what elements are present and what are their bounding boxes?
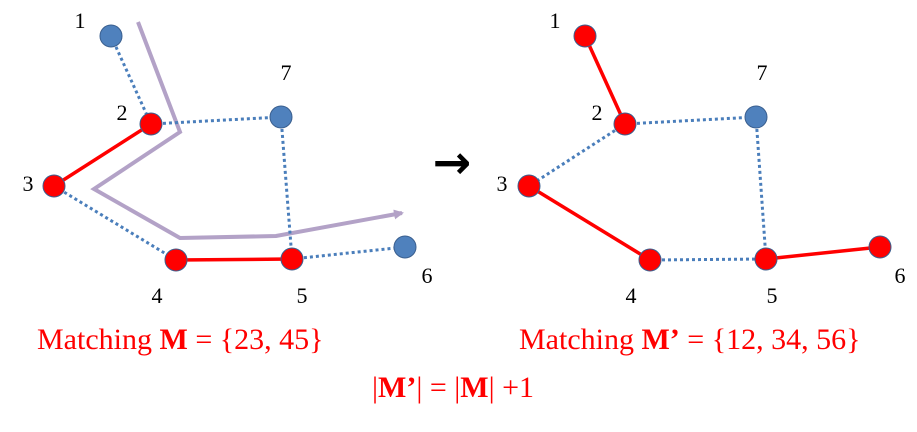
right-node-6 [868, 235, 892, 259]
left-node-7 [269, 105, 293, 129]
right-graph: 1 2 3 4 5 6 7 [497, 8, 906, 308]
left-graph: 1 2 3 4 5 6 7 [23, 8, 433, 308]
left-caption-prefix: Matching [37, 323, 160, 356]
right-node-2 [613, 112, 637, 136]
right-node-3 [517, 174, 541, 198]
left-node-label-2: 2 [117, 100, 128, 125]
left-node-label-4: 4 [152, 283, 163, 308]
left-node-1 [99, 24, 123, 48]
formula-tail: | +1 [488, 371, 535, 404]
right-edge-1-2 [583, 35, 627, 125]
right-caption-prefix: Matching [519, 323, 642, 356]
right-node-label-7: 7 [757, 60, 768, 85]
left-caption: Matching M = {23, 45} [37, 323, 324, 357]
right-node-label-1: 1 [550, 8, 561, 33]
left-edge-5-6 [291, 245, 406, 261]
left-node-5 [280, 247, 304, 271]
formula-m: M [460, 371, 489, 404]
right-edge-3-4 [528, 184, 651, 262]
right-edge-7-5 [754, 116, 768, 260]
right-node-label-3: 3 [497, 171, 508, 196]
right-edge-4-5 [649, 257, 767, 262]
right-caption: Matching M’ = {12, 34, 56} [519, 323, 861, 357]
right-node-1 [573, 24, 597, 48]
left-node-label-3: 3 [23, 171, 34, 196]
right-node-4 [638, 248, 662, 272]
left-node-4 [164, 248, 188, 272]
right-edge-5-6 [765, 245, 881, 261]
left-node-2 [139, 112, 163, 136]
left-edge-2-7 [150, 115, 282, 126]
left-node-label-5: 5 [297, 283, 308, 308]
left-node-label-6: 6 [422, 263, 433, 288]
right-edge-2-3 [528, 122, 626, 188]
augmenting-path-arrow [90, 21, 404, 241]
right-edge-2-7 [624, 115, 757, 126]
transform-arrow: → [433, 135, 472, 189]
right-node-7 [744, 105, 768, 129]
right-node-label-6: 6 [895, 263, 906, 288]
right-caption-suffix: = {12, 34, 56} [679, 323, 861, 356]
left-node-6 [393, 235, 417, 259]
right-caption-symbol: M’ [641, 323, 680, 356]
left-node-label-7: 7 [281, 60, 292, 85]
formula-m-prime: M’ [378, 371, 417, 404]
formula-bar-open: | [372, 371, 379, 404]
left-edge-7-5 [279, 116, 294, 260]
right-node-label-2: 2 [592, 100, 603, 125]
right-node-label-4: 4 [626, 283, 637, 308]
left-edge-2-3 [53, 122, 152, 188]
left-edge-1-2 [109, 35, 153, 125]
right-node-label-5: 5 [767, 283, 778, 308]
right-node-5 [754, 247, 778, 271]
left-node-3 [42, 174, 66, 198]
formula-mid: | = | [416, 371, 461, 404]
left-node-label-1: 1 [75, 8, 86, 33]
cardinality-formula: |M’| = |M| +1 [372, 371, 534, 405]
left-edge-4-5 [175, 257, 293, 262]
left-caption-suffix: = {23, 45} [187, 323, 324, 356]
left-caption-symbol: M [159, 323, 188, 356]
